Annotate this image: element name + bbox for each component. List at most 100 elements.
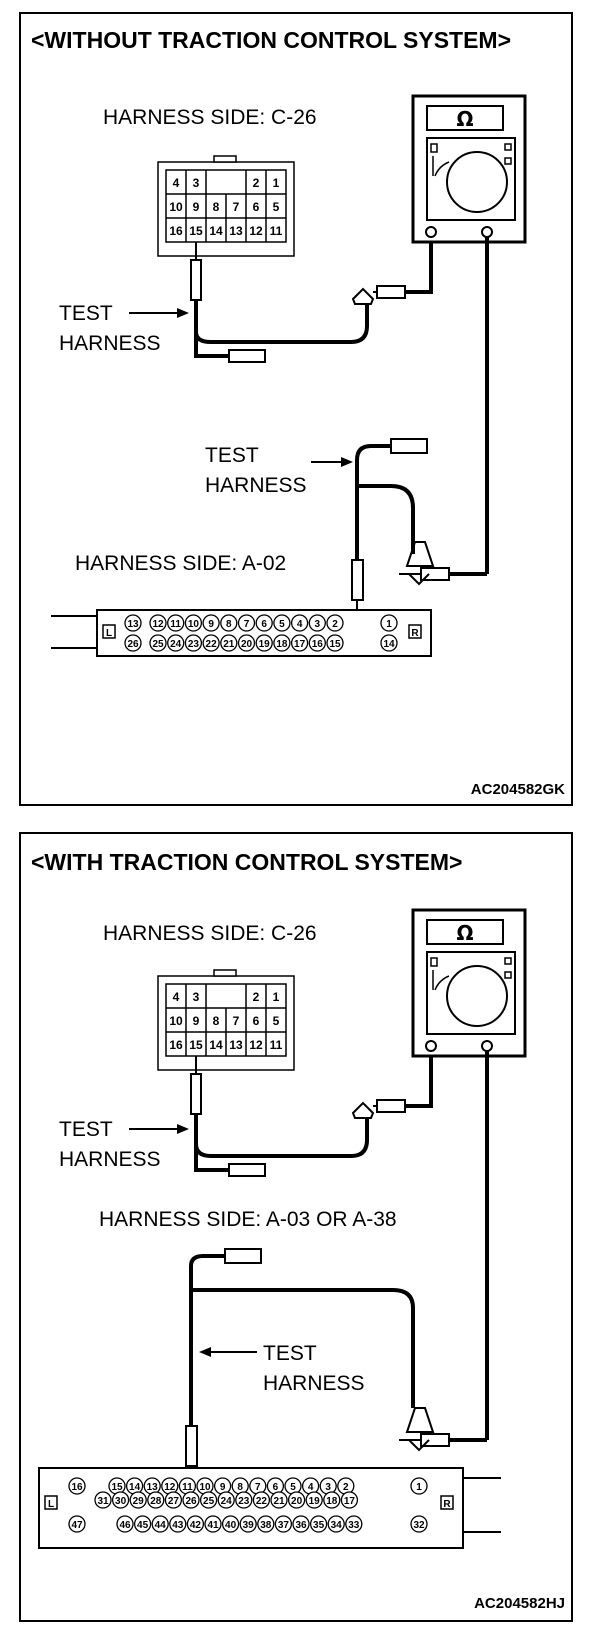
connector-pin-label: 15	[111, 1482, 123, 1493]
c26-pin: 14	[209, 1038, 223, 1052]
connector-pin-label: 21	[223, 639, 235, 650]
connector-pin-label: 12	[164, 1482, 176, 1493]
connector-pin-circle	[133, 1515, 152, 1533]
connector-pin-circle	[290, 614, 309, 632]
test-harness-probe-a02	[351, 438, 435, 612]
connector-pin-label: 31	[97, 1496, 109, 1507]
connector-pin-label: 11	[182, 1482, 193, 1493]
test-harness-label: HARNESS	[59, 1148, 161, 1171]
connector-pin-label: 21	[273, 1496, 285, 1507]
connector-pin-circle	[287, 1491, 306, 1509]
connector-pin-label: 10	[188, 619, 200, 630]
connector-pin-label: 25	[203, 1496, 215, 1507]
connector-pin-circle	[68, 1477, 86, 1495]
connector-pin-label: 28	[150, 1496, 162, 1507]
side-right-marker: R	[443, 1499, 451, 1510]
connector-pin-circle	[255, 614, 273, 632]
connector-pin-circle	[169, 1515, 187, 1533]
connector-pin-circle	[202, 614, 220, 632]
test-harness-label: TEST	[263, 1342, 317, 1365]
connector-pin-circle	[220, 634, 238, 652]
connector-pin-label: 39	[243, 1520, 255, 1531]
test-harness-label: TEST	[205, 444, 259, 467]
connector-pin-label: 15	[329, 639, 341, 650]
connector-pin-circle	[167, 634, 185, 652]
connector-pin-label: 13	[127, 619, 139, 630]
connector-pin-label: 7	[255, 1482, 261, 1493]
connector-pin-circle	[94, 1491, 112, 1509]
test-harness-label: HARNESS	[59, 332, 161, 355]
c26-pin: 6	[253, 1014, 260, 1028]
connector-pin-label: 42	[190, 1520, 202, 1531]
c26-pin: 15	[189, 1038, 203, 1052]
connector-pin-circle	[186, 1515, 205, 1533]
connector-pin-label: 17	[344, 1496, 356, 1507]
connector-pin-circle	[167, 614, 185, 632]
connector-pin-label: 45	[137, 1520, 149, 1531]
figure-code: AC204582GK	[471, 781, 565, 798]
meter-terminal-left	[425, 1040, 437, 1052]
connector-pin-circle	[220, 614, 238, 632]
connector-pin-circle	[149, 614, 167, 632]
c26-pin: 3	[193, 990, 200, 1004]
connector-pin-label: 27	[168, 1496, 180, 1507]
connector-pin-circle	[270, 1491, 288, 1509]
test-harness-probe-c26	[190, 1048, 433, 1177]
connector-pin-circle	[237, 634, 256, 652]
connector-pin-label: 34	[331, 1520, 343, 1531]
connector-pin-circle	[274, 1515, 293, 1533]
test-harness-label: TEST	[59, 302, 113, 325]
harness-side-label-c26: HARNESS SIDE: C-26	[103, 922, 317, 945]
connector-pin-label: 4	[297, 619, 303, 630]
connector-pin-label: 23	[188, 639, 200, 650]
connector-pin-label: 18	[326, 1496, 338, 1507]
connector-pin-label: 16	[71, 1482, 83, 1493]
connector-pin-label: 5	[290, 1482, 296, 1493]
connector-pin-circle	[257, 1515, 275, 1533]
connector-pin-label: 8	[226, 619, 232, 630]
connector-pin-label: 6	[261, 619, 267, 630]
c26-pin: 9	[193, 1014, 200, 1028]
connector-pin-circle	[326, 634, 344, 652]
connector-pin-circle	[129, 1491, 147, 1509]
connector-pin-circle	[308, 614, 326, 632]
c26-pin: 8	[213, 1014, 220, 1028]
connector-pin-label: 13	[147, 1482, 159, 1493]
connector-pin-circle	[239, 1515, 257, 1533]
test-harness-label: HARNESS	[263, 1372, 365, 1395]
connector-pin-circle	[68, 1515, 86, 1533]
connector-pin-circle	[305, 1491, 323, 1509]
c26-pin: 2	[253, 176, 260, 190]
diagram-without-traction-control: <WITHOUT TRACTION CONTROL SYSTEM> HARNES…	[31, 27, 565, 798]
panel-title: <WITHOUT TRACTION CONTROL SYSTEM>	[31, 27, 511, 53]
c26-pin: 14	[209, 224, 223, 238]
connector-pin-circle	[340, 1491, 359, 1509]
connector-pin-label: 19	[259, 639, 271, 650]
connector-pin-label: 35	[313, 1520, 325, 1531]
connector-pin-circle	[204, 1515, 222, 1533]
arrow-head	[341, 457, 353, 467]
c26-pin: 16	[169, 1038, 183, 1052]
connector-pin-circle	[410, 1515, 428, 1533]
connector-pin-label: 44	[155, 1520, 167, 1531]
connector-pin-label: 20	[241, 639, 253, 650]
connector-pin-label: 9	[208, 619, 214, 630]
c26-pin: 11	[270, 224, 283, 238]
side-right-marker: R	[411, 628, 419, 639]
connector-pin-circle	[292, 1515, 310, 1533]
connector-pin-circle	[124, 634, 142, 652]
connector-pin-circle	[151, 1515, 169, 1533]
connector-pin-circle	[290, 634, 309, 652]
connector-pin-label: 38	[260, 1520, 272, 1531]
connector-pin-label: 25	[152, 639, 164, 650]
connector-pin-circle	[273, 614, 291, 632]
connector-pin-label: 43	[172, 1520, 184, 1531]
test-harness-label: TEST	[59, 1118, 113, 1141]
connector-pin-label: 7	[244, 619, 250, 630]
connector-pin-label: 47	[71, 1520, 83, 1531]
arrow-head	[199, 1347, 211, 1357]
connector-pin-circle	[221, 1515, 240, 1533]
connector-pin-label: 41	[207, 1520, 219, 1531]
connector-pin-label: 1	[386, 619, 392, 630]
